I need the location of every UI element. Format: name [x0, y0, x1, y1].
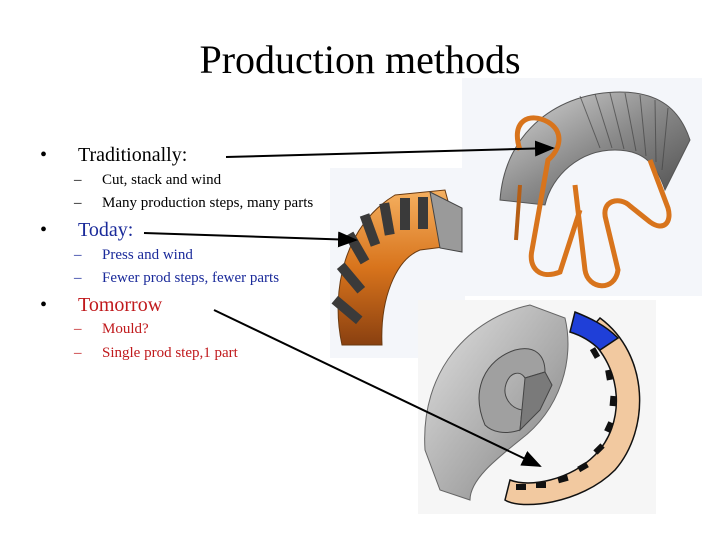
sub-label: Press and wind [102, 247, 193, 263]
bullet-marker: • [40, 144, 48, 166]
moulded-stator-image [418, 300, 656, 514]
sub-label: Single prod step,1 part [102, 345, 238, 361]
sub-label: Many production steps, many parts [102, 195, 314, 211]
arrow-traditionally [225, 140, 555, 158]
sub-label: Cut, stack and wind [102, 172, 222, 188]
sub-dash: – [74, 321, 82, 337]
arrows [143, 140, 555, 467]
bullet-marker: • [40, 219, 48, 241]
sub-dash: – [74, 345, 82, 361]
bullet-label-today: Today: [78, 219, 134, 241]
arrow-tomorrow [213, 309, 542, 467]
sub-label: Fewer prod steps, fewer parts [102, 270, 280, 286]
sub-dash: – [74, 270, 82, 286]
pressed-stator-image [330, 168, 465, 358]
bullet-label-traditionally: Traditionally: [78, 144, 188, 166]
sub-label: Mould? [102, 321, 149, 337]
arrow-today [143, 231, 358, 248]
bullet-label-tomorrow: Tomorrow [78, 294, 163, 316]
bullet-marker: • [40, 294, 48, 316]
sub-dash: – [74, 172, 82, 188]
traditional-stator-image [462, 78, 702, 296]
slide-title: Production methods [199, 37, 521, 82]
sub-dash: – [74, 247, 82, 263]
sub-dash: – [74, 195, 82, 211]
